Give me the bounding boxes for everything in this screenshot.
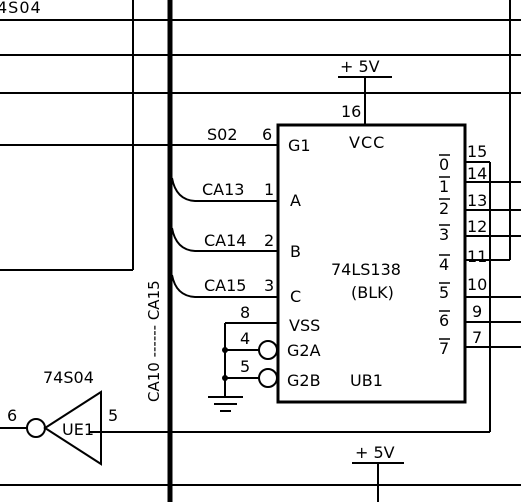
pin-name-vss: VSS — [289, 316, 320, 335]
pin-16-label: 16 — [341, 102, 361, 121]
out-name-3: 3 — [439, 225, 449, 244]
pin-name-g2b: G2B — [287, 371, 321, 390]
decoder-chip — [276, 123, 467, 404]
out-name-0: 0 — [439, 155, 449, 174]
net-ca15: CA15 — [204, 276, 246, 295]
net-ca13: CA13 — [202, 180, 244, 199]
pin-4-label: 4 — [240, 329, 250, 348]
out-pin-14: 14 — [467, 164, 487, 183]
out-pin-10: 10 — [467, 275, 487, 294]
supply-top-label: + 5V — [340, 57, 380, 76]
out-name-1: 1 — [439, 177, 449, 196]
inverter-gate — [0, 390, 102, 466]
out-pin-13: 13 — [467, 191, 487, 210]
pin-2-label: 2 — [264, 231, 274, 250]
out-pin-11: 11 — [467, 247, 487, 266]
supply-bottom — [352, 462, 404, 502]
out-name-7: 7 — [439, 339, 449, 358]
pin-name-g1: G1 — [288, 136, 311, 155]
pin-1-label: 1 — [264, 180, 274, 199]
right-wiring — [90, 0, 521, 433]
vcc-label: VCC — [349, 133, 385, 152]
inverter-ref-label: UE1 — [62, 420, 94, 439]
pin-name-b: B — [290, 242, 301, 261]
pin-name-c: C — [290, 287, 301, 306]
inverter-in-pin: 6 — [7, 406, 17, 425]
out-pin-7: 7 — [472, 328, 482, 347]
out-name-5: 5 — [439, 283, 449, 302]
inverter-part-label: 74S04 — [43, 368, 94, 387]
ground-symbol — [208, 396, 243, 412]
output-name-labels: 0 1 2 3 4 5 6 7 — [439, 155, 449, 358]
pin-name-a: A — [290, 191, 301, 210]
decoder-ref-label: UB1 — [350, 371, 383, 390]
bus-label: CA10 ------ CA15 — [145, 280, 163, 402]
pin-8-label: 8 — [240, 303, 250, 322]
pin-3-label: 3 — [264, 276, 274, 295]
supply-top — [338, 76, 392, 125]
out-pin-9: 9 — [472, 302, 482, 321]
enable-ground-network — [222, 322, 278, 396]
pin-6-label: 6 — [262, 125, 272, 144]
net-ca14: CA14 — [204, 231, 246, 250]
out-pin-12: 12 — [467, 217, 487, 236]
out-name-4: 4 — [439, 255, 449, 274]
top-left-part-label: 4S04 — [0, 0, 42, 17]
supply-bottom-label: + 5V — [355, 443, 395, 462]
decoder-variant-label: (BLK) — [351, 283, 394, 302]
pin-name-g2a: G2A — [287, 341, 321, 360]
out-pin-15: 15 — [467, 142, 487, 161]
decoder-part-label: 74LS138 — [331, 260, 401, 279]
out-name-2: 2 — [439, 199, 449, 218]
left-wiring — [0, 0, 521, 486]
pin-5-label: 5 — [240, 357, 250, 376]
net-s02: S02 — [207, 125, 238, 144]
address-bus — [0, 0, 278, 502]
inverter-out-pin: 5 — [108, 406, 118, 425]
out-name-6: 6 — [439, 311, 449, 330]
output-overbars — [439, 154, 450, 340]
